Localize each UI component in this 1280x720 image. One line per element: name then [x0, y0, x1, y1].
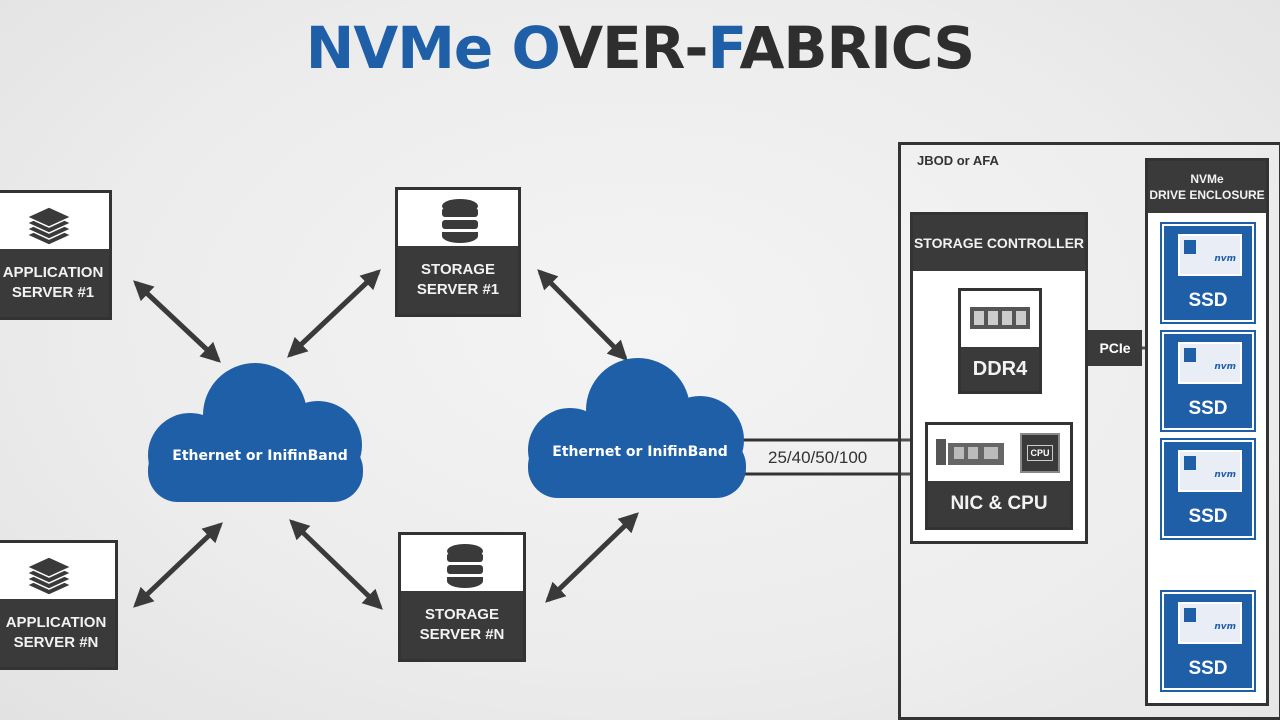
- ssd-logo-text: nvm: [1214, 622, 1236, 632]
- application-server-n-line2: SERVER #N: [13, 634, 99, 651]
- pcie-label: PCIe: [1099, 340, 1131, 356]
- ssd-label: SSD: [1188, 658, 1228, 679]
- application-server-n-line1: APPLICATION: [5, 614, 107, 631]
- storage-controller-label: STORAGE CONTROLLER: [913, 235, 1085, 251]
- cpu-chip-label: CPU: [1027, 445, 1053, 461]
- cloud-right: [528, 358, 746, 498]
- nic-cpu-module: CPU NIC & CPU: [925, 422, 1073, 530]
- arrow-appn-cloud: [133, 522, 223, 608]
- ddr4-label: DDR4: [972, 358, 1028, 380]
- application-server-1-line2: SERVER #1: [11, 284, 95, 301]
- ssd-drive-n: nvm SSD: [1160, 590, 1256, 692]
- title-part-ver: VER-: [558, 14, 708, 82]
- application-server-1: APPLICATION SERVER #1: [0, 190, 112, 320]
- ssd-label: SSD: [1188, 290, 1228, 311]
- title-part-nvme-o: NVMe O: [305, 14, 559, 82]
- application-server-n-label: APPLICATION SERVER #N: [0, 599, 115, 667]
- storage-server-n-line1: STORAGE: [425, 606, 499, 623]
- nvme-logo-icon: nvm: [1178, 602, 1242, 644]
- nvme-drive-enclosure-header: NVMe DRIVE ENCLOSURE: [1148, 161, 1266, 213]
- storage-server-n-line2: SERVER #N: [419, 626, 505, 643]
- link-speed-label: 25/40/50/100: [768, 448, 868, 467]
- cloud-left-label: Ethernet or InifinBand: [172, 448, 348, 464]
- ssd-label: SSD: [1188, 506, 1228, 527]
- arrow-storagen-cloud2: [545, 512, 639, 603]
- arrow-cloud-storage1: [287, 269, 381, 358]
- storage-controller-header: STORAGE CONTROLLER: [913, 215, 1085, 271]
- application-server-1-label: APPLICATION SERVER #1: [0, 249, 109, 317]
- storage-server-n-label: STORAGE SERVER #N: [401, 591, 523, 659]
- storage-server-n: STORAGE SERVER #N: [398, 532, 526, 662]
- nvme-drive-enclosure-line1: NVMe: [1190, 172, 1224, 186]
- server-stack-icon: [25, 556, 73, 596]
- nic-cpu-label: NIC & CPU: [950, 493, 1048, 514]
- storage-server-1-line1: STORAGE: [421, 261, 495, 278]
- ssd-logo-text: nvm: [1214, 470, 1236, 480]
- cloud-left: [148, 363, 363, 502]
- storage-server-1-line2: SERVER #1: [416, 281, 500, 298]
- ddr4-label-bar: DDR4: [961, 347, 1039, 391]
- jbod-afa-label: JBOD or AFA: [917, 153, 999, 168]
- ram-chip-icon: [970, 307, 1030, 329]
- storage-server-1: STORAGE SERVER #1: [395, 187, 521, 317]
- nvme-drive-enclosure-line2: DRIVE ENCLOSURE: [1149, 188, 1265, 202]
- server-stack-icon: [25, 206, 73, 246]
- nvme-logo-icon: nvm: [1178, 234, 1242, 276]
- nic-card-icon: [936, 439, 1004, 465]
- ssd-drive-1: nvm SSD: [1160, 222, 1256, 324]
- pcie-box: PCIe: [1088, 330, 1142, 366]
- ddr4-module: DDR4: [958, 288, 1042, 394]
- application-server-n: APPLICATION SERVER #N: [0, 540, 118, 670]
- ssd-drive-2: nvm SSD: [1160, 330, 1256, 432]
- database-icon: [447, 544, 483, 588]
- ssd-logo-text: nvm: [1214, 254, 1236, 264]
- cpu-chip: CPU: [1020, 433, 1060, 473]
- nic-cpu-label-bar: NIC & CPU: [928, 481, 1070, 527]
- ssd-drive-3: nvm SSD: [1160, 438, 1256, 540]
- title-part-f: F: [707, 14, 740, 82]
- cloud-right-label: Ethernet or InifinBand: [552, 444, 728, 460]
- storage-server-1-label: STORAGE SERVER #1: [398, 246, 518, 314]
- database-icon: [442, 199, 478, 243]
- nvme-logo-icon: nvm: [1178, 342, 1242, 384]
- title-part-abrics: ABRICS: [739, 14, 975, 82]
- arrow-app1-cloud: [133, 280, 221, 363]
- arrow-storage1-cloud2: [537, 269, 628, 361]
- ssd-logo-text: nvm: [1214, 362, 1236, 372]
- ssd-label: SSD: [1188, 398, 1228, 419]
- arrow-cloud-storagen: [289, 519, 383, 610]
- application-server-1-line1: APPLICATION: [2, 264, 104, 281]
- nvme-logo-icon: nvm: [1178, 450, 1242, 492]
- diagram-title: NVMe OVER-FABRICS: [0, 14, 1280, 82]
